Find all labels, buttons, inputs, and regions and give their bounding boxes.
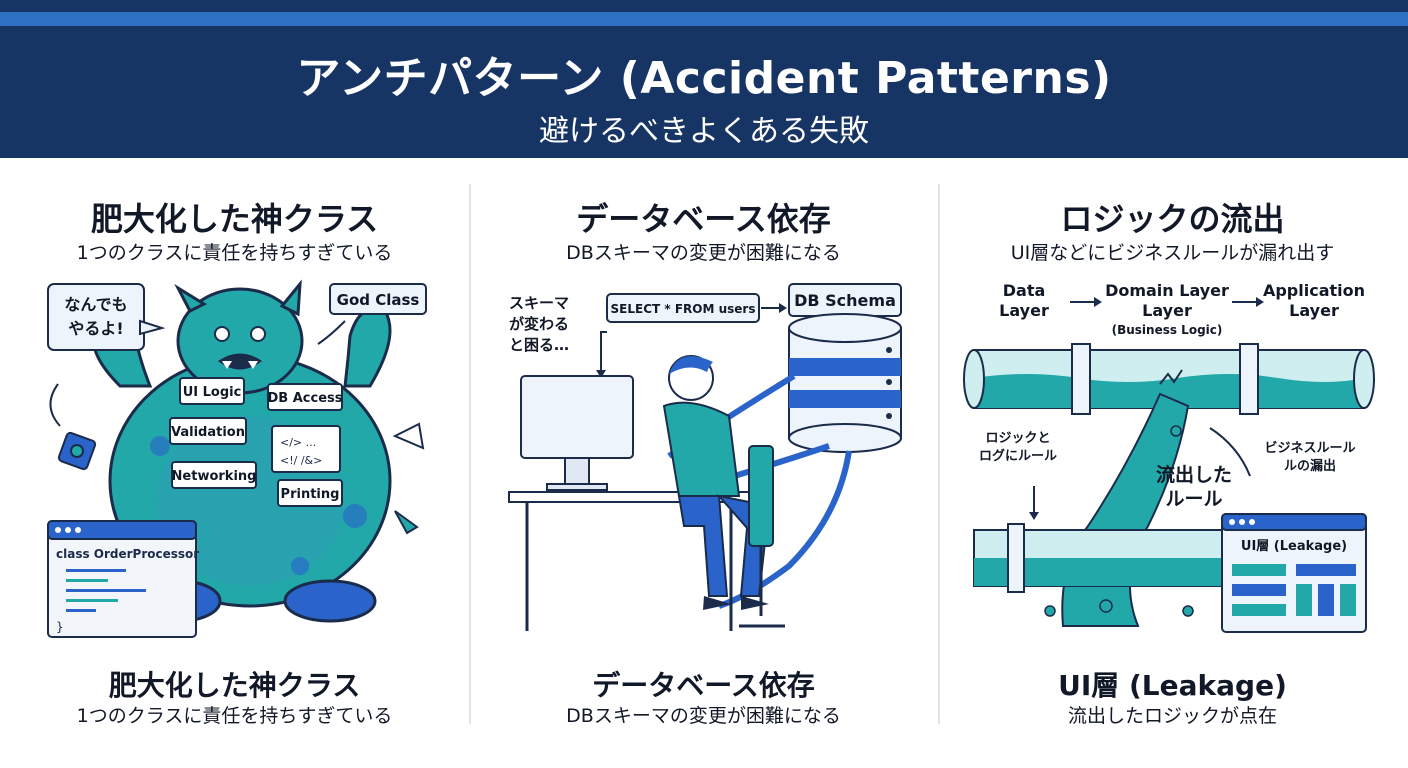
arrow-icon [49,383,61,427]
panel-subtitle: UI層などにビジネスルールが漏れ出す [1010,242,1335,264]
gear-icon [57,431,97,471]
left-note: ロジックと ログにルール [979,431,1057,520]
svg-text:ビジネスルール: ビジネスルール [1264,440,1355,456]
svg-text:ロジックと: ロジックと [985,431,1050,446]
speech-line-1: なんでも [64,295,127,314]
svg-text:Data: Data [1003,281,1046,300]
sql-query-box: SELECT * FROM users [596,293,787,378]
panel-god-class: 肥大化した神クラス 1つのクラスに責任を持ちすぎている な [0,158,469,768]
svg-text:スキーマ: スキーマ [509,294,569,312]
thought-text: スキーマ が変わる と困る… [509,294,569,354]
layer-data: Data Layer [999,281,1049,320]
svg-text:UI Logic: UI Logic [183,385,242,400]
lower-pipe [973,523,1225,593]
svg-text:Printing: Printing [281,487,340,502]
panel-db-dependency: データベース依存 DBスキーマの変更が困難になる スキーマ が変わる と困る… … [469,158,938,768]
svg-text:</> ...: </> ... [280,436,316,449]
god-class-tag: God Class [317,283,427,345]
leak-label: 流出した ルール [1156,463,1232,510]
computer-icon [520,375,634,491]
svg-text:ルの漏出: ルの漏出 [1284,458,1336,474]
svg-text:Validation: Validation [171,425,245,440]
database-icon [788,313,902,453]
svg-text:DB Schema: DB Schema [794,291,896,310]
speech-line-2: やるよ! [68,319,123,338]
svg-text:SELECT * FROM users: SELECT * FROM users [611,302,756,316]
db-dependency-illustration: スキーマ が変わる と困る… SELECT * FROM users DB Sc… [508,283,902,631]
svg-text:ルール: ルール [1165,488,1222,510]
svg-text:が変わる: が変わる [509,315,569,333]
tag-ui-logic: UI Logic [179,377,245,405]
svg-text:UI層 (Leakage): UI層 (Leakage) [1241,539,1347,554]
header-stripe [0,12,1408,26]
panel-title: ロジックの流出 [1060,200,1285,238]
panel-logic-leakage: ロジックの流出 UI層などにビジネスルールが漏れ出す Data Layer Do… [938,158,1407,768]
speech-bubble: なんでも やるよ! [47,283,166,351]
svg-text:Domain Layer: Domain Layer [1105,281,1229,300]
panel-footer-title: UI層 (Leakage) [1058,669,1287,702]
header-banner: アンチパターン (Accident Patterns) 避けるべきよくある失敗 [0,0,1408,158]
svg-text:<!/ /&>: <!/ /&> [280,454,322,467]
ui-window: UI層 (Leakage) [1221,513,1367,633]
chair-icon [739,445,785,628]
tag-printing: Printing [277,479,343,507]
panel-divider [469,184,471,724]
layer-application: Application Layer [1263,281,1365,320]
document-icon [392,422,425,450]
svg-text:DB Access: DB Access [268,391,343,406]
panel-divider [938,184,940,724]
tag-networking: Networking [171,461,257,489]
panel-footer-subtitle: 1つのクラスに責任を持ちすぎている [76,705,393,727]
panel-footer-title: 肥大化した神クラス [108,669,361,702]
code-window: class OrderProcessor } [47,520,199,638]
panel-subtitle: 1つのクラスに責任を持ちすぎている [76,242,393,264]
tag-db-access: DB Access [267,383,343,411]
god-class-illustration: なんでも やるよ! God Class UI Logic DB Access V… [47,279,427,638]
svg-text:Application: Application [1263,281,1365,300]
db-schema-tag: DB Schema [788,283,902,317]
page-title: アンチパターン (Accident Patterns) [296,53,1112,104]
svg-text:ログにルール: ログにルール [979,448,1057,464]
svg-text:Layer: Layer [1289,301,1339,320]
leak-stream [1061,392,1190,627]
svg-text:Networking: Networking [172,469,257,484]
right-note: ビジネスルール ルの漏出 [1209,427,1356,477]
god-class-label: God Class [337,291,420,309]
panel-title: データベース依存 [576,200,831,238]
svg-text:(Business Logic): (Business Logic) [1112,323,1223,337]
svg-text:と困る…: と困る… [509,336,569,354]
panel-title: 肥大化した神クラス [90,200,379,238]
code-snippet-card: </> ... <!/ /&> [271,425,341,473]
pen-icon [394,510,419,535]
code-class-line: class OrderProcessor [56,547,199,561]
svg-text:流出した: 流出した [1156,463,1232,486]
logic-leakage-illustration: Data Layer Domain Layer Layer (Business … [963,281,1375,633]
panel-footer-subtitle: DBスキーマの変更が困難になる [566,705,841,727]
panel-footer-subtitle: 流出したロジックが点在 [1067,705,1277,727]
panel-subtitle: DBスキーマの変更が困難になる [566,242,841,264]
layer-domain: Domain Layer Layer (Business Logic) [1105,281,1229,337]
panel-footer-title: データベース依存 [592,669,815,702]
svg-text:}: } [56,620,64,634]
page-subtitle: 避けるべきよくある失敗 [539,114,869,149]
tag-validation: Validation [169,417,247,445]
svg-text:Layer: Layer [999,301,1049,320]
svg-text:Layer: Layer [1142,301,1192,320]
